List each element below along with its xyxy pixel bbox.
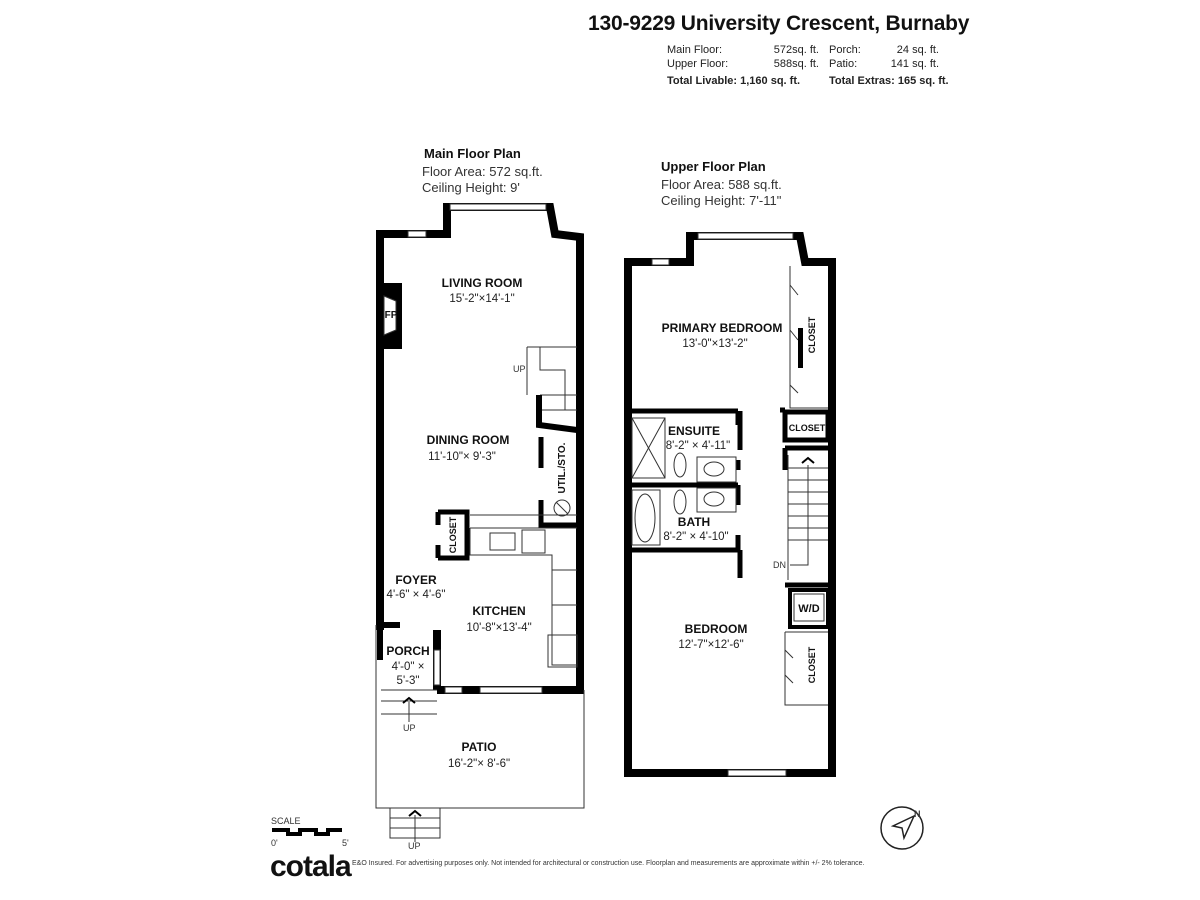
room-bedroom: BEDROOM 12'-7"×12'-6" <box>678 622 747 651</box>
area-summary: Main Floor: 572sq. ft. Porch: 24 sq. ft. Up… <box>667 43 949 88</box>
area-value: 24 sq. ft. <box>896 44 939 56</box>
scale-max: 5' <box>342 838 349 848</box>
room-name: DINING ROOM <box>427 433 510 447</box>
area-value: 141 sq. ft. <box>890 58 939 70</box>
bathtub-icon <box>634 493 656 543</box>
room-dims: 8'-2" × 4'-11" <box>666 440 730 452</box>
stairs-down-label: DN <box>773 560 786 570</box>
closet-label: CLOSET <box>807 646 817 683</box>
stairs-up-label: UP <box>513 364 526 374</box>
patio-up-label: UP <box>408 841 421 851</box>
area-value: 572sq. ft. <box>773 44 819 56</box>
room-living-room: LIVING ROOM 15'-2"×14'-1" <box>442 276 523 305</box>
main-floor-title: Main Floor Plan <box>424 146 521 161</box>
upper-floor-ceiling: Ceiling Height: 7'-11" <box>661 193 782 208</box>
window <box>479 686 543 694</box>
area-value: 588sq. ft. <box>773 58 819 70</box>
toilet-icon <box>673 489 687 515</box>
patio-steps <box>389 808 441 842</box>
upper-floor-area: Floor Area: 588 sq.ft. <box>661 177 782 192</box>
arrow-up-icon <box>801 456 815 464</box>
room-dims: 12'-7"×12'-6" <box>678 639 743 651</box>
window <box>727 769 787 777</box>
porch-steps <box>381 689 437 722</box>
scale-min: 0' <box>271 838 278 848</box>
room-dims: 10'-8"×13'-4" <box>466 622 531 634</box>
total-livable: Total Livable: 1,160 sq. ft. <box>667 75 801 87</box>
stairs <box>526 346 577 411</box>
room-dims: 5'-3" <box>397 675 420 687</box>
room-name: KITCHEN <box>472 604 525 618</box>
porch-up-label: UP <box>403 723 416 733</box>
area-label: Upper Floor: <box>667 58 729 70</box>
sink-icon <box>703 491 725 507</box>
room-name: BEDROOM <box>685 622 748 636</box>
room-dims: 15'-2"×14'-1" <box>449 293 514 305</box>
scale-bar: SCALE 0' 5' <box>271 816 349 848</box>
fireplace-label: FP <box>385 310 398 321</box>
stairs <box>787 455 828 580</box>
cotala-logo: cotala <box>270 850 352 883</box>
room-kitchen: KITCHEN 10'-8"×13'-4" <box>466 604 531 634</box>
room-name: LIVING ROOM <box>442 276 523 290</box>
room-name: PRIMARY BEDROOM <box>662 321 783 335</box>
room-ensuite: ENSUITE 8'-2" × 4'-11" <box>666 424 730 452</box>
room-dims: 13'-0"×13'-2" <box>682 338 747 350</box>
window <box>444 686 463 694</box>
room-name: PATIO <box>462 740 497 754</box>
room-name: ENSUITE <box>668 424 720 438</box>
room-name: PORCH <box>386 644 429 658</box>
bath-fixtures <box>631 417 737 546</box>
room-dims: 4'-0" × <box>392 661 425 673</box>
arrow-up-icon <box>408 809 422 817</box>
total-extras: Total Extras: 165 sq. ft. <box>829 75 949 87</box>
arrow-up-icon <box>402 696 416 704</box>
room-primary-bedroom: PRIMARY BEDROOM 13'-0"×13'-2" <box>662 321 783 350</box>
patio-outline <box>375 625 585 809</box>
upper-floor-title: Upper Floor Plan <box>661 159 766 174</box>
window <box>407 230 427 238</box>
sink-icon <box>703 461 725 477</box>
window <box>697 232 794 240</box>
disclaimer: E&O Insured. For advertising purposes on… <box>352 860 865 867</box>
main-floor-walls: FP UP UTIL./STO. CLOSET UP UP <box>375 203 585 851</box>
scale-label: SCALE <box>271 816 301 826</box>
util-sto-label: UTIL./STO. <box>557 442 568 493</box>
window <box>433 649 441 686</box>
window <box>449 203 547 211</box>
room-foyer: FOYER 4'-6" × 4'-6" <box>387 573 446 601</box>
area-label: Main Floor: <box>667 44 723 56</box>
room-dims: 4'-6" × 4'-6" <box>387 589 446 601</box>
closet-label: CLOSET <box>807 316 817 353</box>
closet-label: CLOSET <box>789 423 826 433</box>
toilet-icon <box>673 452 687 478</box>
north-arrow-icon: N <box>880 806 924 850</box>
room-patio: PATIO 16'-2"× 8'-6" <box>448 740 510 770</box>
room-dims: 16'-2"× 8'-6" <box>448 758 510 770</box>
property-address: 130-9229 University Crescent, Burnaby <box>588 12 970 35</box>
main-floor-ceiling: Ceiling Height: 9' <box>422 180 520 195</box>
washer-dryer-label: W/D <box>798 603 819 615</box>
upper-floor-walls: CLOSET CLOSET DN W/D CLOSET <box>624 232 836 777</box>
room-name: BATH <box>678 515 710 529</box>
room-bath: BATH 8'-2" × 4'-10" <box>663 515 728 543</box>
main-floor-area: Floor Area: 572 sq.ft. <box>422 164 543 179</box>
window <box>651 258 670 266</box>
room-dining-room: DINING ROOM 11'-10"× 9'-3" <box>427 433 510 463</box>
water-heater-icon <box>553 499 571 517</box>
closet-label: CLOSET <box>448 516 458 553</box>
room-dims: 11'-10"× 9'-3" <box>428 451 496 463</box>
room-name: FOYER <box>395 573 437 587</box>
kitchen-counters <box>469 514 578 668</box>
room-dims: 8'-2" × 4'-10" <box>663 531 728 543</box>
north-letter: N <box>914 809 921 819</box>
area-label: Porch: <box>829 44 861 56</box>
room-porch: PORCH 4'-0" × 5'-3" <box>386 644 429 687</box>
area-label: Patio: <box>829 58 858 70</box>
